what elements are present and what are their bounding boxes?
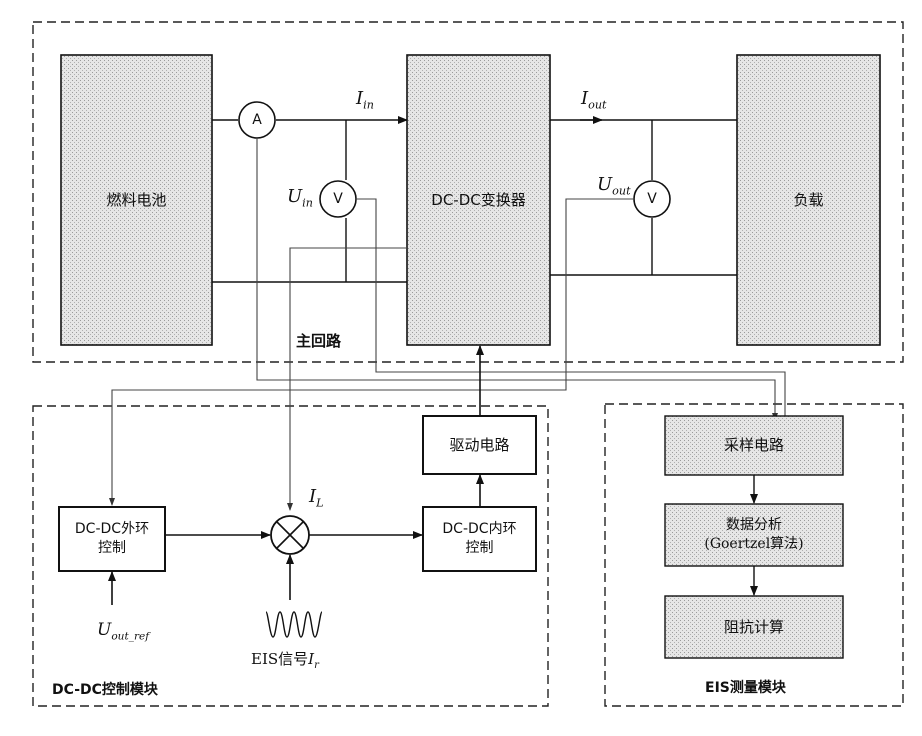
impedance-label: 阻抗计算 bbox=[665, 596, 843, 658]
eis-signal-prefix: EIS信号 bbox=[251, 650, 308, 668]
load-label: 负载 bbox=[737, 55, 880, 345]
u-in-label: Uin bbox=[287, 188, 313, 209]
data-analysis-line2: (Goertzel算法) bbox=[704, 535, 803, 554]
voltmeter-in-text: V bbox=[333, 190, 343, 209]
u-in-sub: in bbox=[302, 197, 313, 210]
summing-junction bbox=[271, 516, 309, 554]
fuel-cell-label: 燃料电池 bbox=[61, 55, 212, 345]
sampling-label: 采样电路 bbox=[665, 416, 843, 475]
voltmeter-out-letter: V bbox=[634, 181, 670, 217]
outer-loop-label: DC-DC外环 控制 bbox=[59, 507, 165, 571]
voltmeter-in-letter: V bbox=[320, 181, 356, 217]
outer-loop-line2: 控制 bbox=[98, 539, 126, 558]
control-module-title: DC-DC控制模块 bbox=[52, 683, 158, 697]
dcdc-converter-text: DC-DC变换器 bbox=[431, 190, 525, 210]
u-out-sub: out bbox=[612, 185, 630, 198]
ammeter-letter: A bbox=[239, 102, 275, 138]
u-out-ref-label: Uout_ref bbox=[97, 622, 149, 642]
u-out-ref-main: U bbox=[97, 620, 111, 640]
i-out-sub: out bbox=[588, 99, 606, 112]
i-in-sub: in bbox=[363, 99, 374, 112]
u-out-ref-sub: out_ref bbox=[111, 630, 149, 642]
eis-sine-wave bbox=[266, 612, 322, 637]
i-l-sub: L bbox=[316, 497, 323, 510]
fuel-cell-text: 燃料电池 bbox=[106, 190, 166, 210]
voltmeter-out-text: V bbox=[647, 190, 657, 209]
i-out-label: Iout bbox=[581, 90, 607, 111]
u-out-main: U bbox=[597, 174, 612, 195]
eis-signal-label: EIS信号Ir bbox=[251, 652, 319, 671]
impedance-text: 阻抗计算 bbox=[724, 617, 784, 637]
outer-loop-line1: DC-DC外环 bbox=[75, 520, 149, 539]
i-l-label: IL bbox=[309, 488, 324, 509]
i-in-label: Iin bbox=[356, 90, 374, 111]
inner-loop-line1: DC-DC内环 bbox=[442, 520, 516, 539]
inner-loop-label: DC-DC内环 控制 bbox=[423, 507, 536, 571]
ammeter-text: A bbox=[252, 111, 262, 130]
eis-module-title: EIS测量模块 bbox=[705, 681, 786, 695]
inner-loop-line2: 控制 bbox=[466, 539, 494, 558]
eis-signal-sub: r bbox=[314, 660, 319, 671]
main-loop-title: 主回路 bbox=[296, 334, 341, 349]
data-analysis-label: 数据分析 (Goertzel算法) bbox=[665, 504, 843, 566]
u-out-label: Uout bbox=[597, 176, 631, 197]
driver-text: 驱动电路 bbox=[449, 435, 509, 455]
dcdc-converter-label: DC-DC变换器 bbox=[407, 55, 550, 345]
sampling-text: 采样电路 bbox=[724, 435, 784, 455]
driver-label: 驱动电路 bbox=[423, 416, 536, 474]
load-text: 负载 bbox=[793, 190, 823, 210]
data-analysis-line1: 数据分析 bbox=[726, 516, 782, 535]
u-in-main: U bbox=[287, 186, 302, 207]
